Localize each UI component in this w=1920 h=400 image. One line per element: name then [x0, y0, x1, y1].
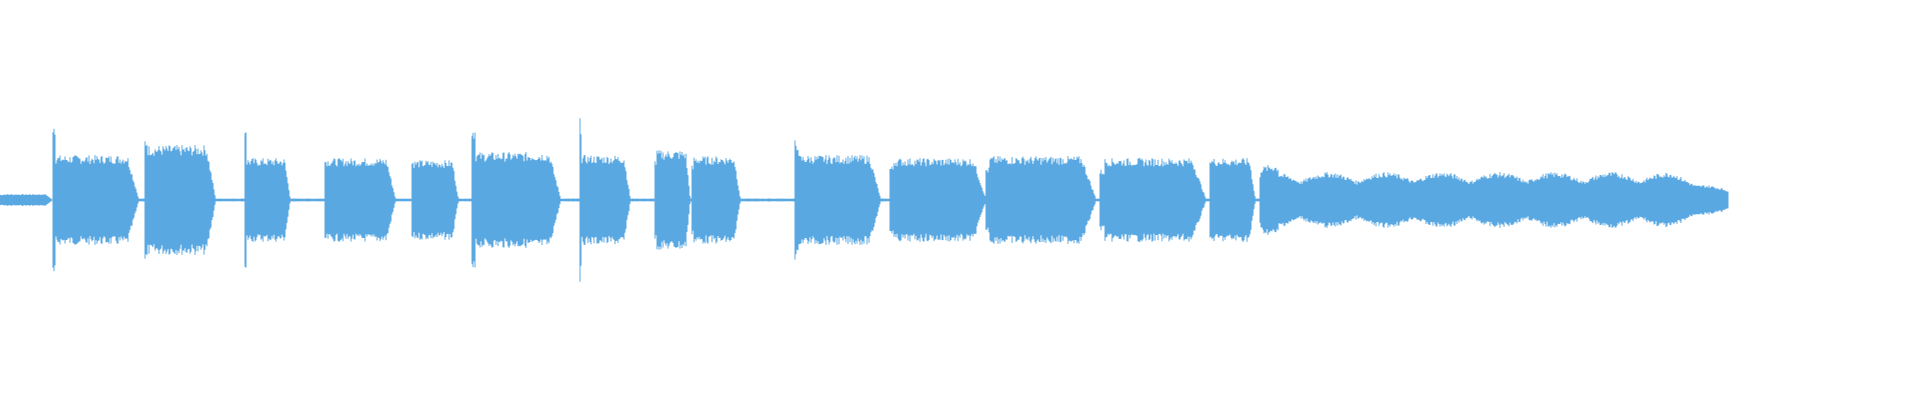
- waveform-bars: [0, 118, 1729, 282]
